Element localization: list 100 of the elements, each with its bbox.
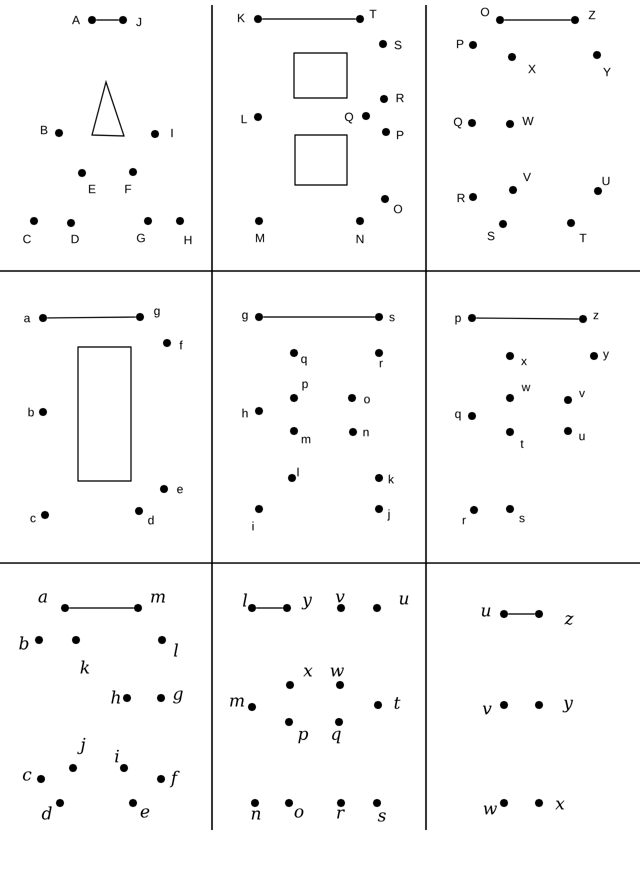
dot-letter: z: [594, 312, 598, 320]
dot-letter: l: [297, 468, 299, 476]
connecting-line: [256, 607, 283, 609]
dot-letter: T: [580, 234, 586, 242]
dot-letter: w: [484, 806, 497, 814]
dot-letter: N: [356, 234, 364, 244]
dot-letter: P: [397, 130, 404, 140]
dot-letter: c: [22, 771, 32, 781]
dot-letter: l: [174, 644, 178, 656]
dot-letter: x: [521, 358, 527, 366]
dot-letter: s: [519, 516, 525, 522]
dot-letter: s: [389, 314, 395, 322]
connecting-line: [96, 19, 119, 21]
dot-letter: v: [482, 706, 492, 714]
connecting-line: [476, 317, 579, 320]
connecting-line: [262, 18, 356, 20]
dot-letter: f: [180, 340, 183, 350]
dot-letter: a: [38, 593, 47, 603]
dot-letter: d: [148, 516, 154, 524]
connecting-line: [47, 316, 136, 319]
dot-letter: T: [370, 10, 376, 18]
dot-letter: Y: [603, 68, 611, 76]
dot-letter: p: [302, 382, 308, 390]
dot-letter: H: [184, 236, 192, 244]
dot-letter: b: [19, 636, 28, 650]
dot-letter: M: [256, 234, 264, 242]
dot-letter: U: [602, 176, 610, 186]
dot-letter: v: [336, 594, 345, 602]
dot-letter: I: [171, 128, 173, 138]
dot-letter: o: [294, 808, 304, 818]
dot-letter: u: [482, 607, 490, 617]
dot-letter: C: [23, 234, 31, 244]
dot-letter: p: [298, 730, 308, 744]
connecting-line: [508, 613, 535, 615]
dot-letter: f: [170, 770, 180, 788]
dot-letter: m: [151, 593, 165, 603]
dot-letter: r: [462, 518, 466, 524]
dot-letter: k: [80, 660, 90, 674]
dot-letter: w: [522, 384, 530, 392]
dot-letter: R: [458, 194, 465, 202]
dot-letter: R: [396, 94, 404, 102]
dot-letter: V: [523, 172, 531, 182]
dot-letter: u: [579, 434, 585, 440]
dot-letter: o: [364, 396, 370, 404]
dot-letter: e: [177, 486, 183, 494]
dot-letter: K: [238, 14, 245, 22]
dot-letter: j: [387, 509, 390, 521]
dot-letter: X: [528, 64, 536, 74]
dot-letter: L: [242, 114, 247, 124]
dot-letter: r: [337, 809, 345, 819]
dot-letter: u: [400, 595, 408, 605]
dot-letter: y: [562, 700, 573, 712]
connecting-line: [263, 316, 375, 318]
dot-letter: O: [480, 8, 490, 16]
dot-letter: m: [302, 436, 310, 444]
dot-letter: F: [125, 184, 132, 194]
dot-letter: y: [603, 352, 609, 360]
dot-letter: S: [488, 232, 494, 240]
dot-letter: O: [394, 204, 402, 214]
dot-letter: G: [136, 234, 145, 242]
dot-letter: r: [380, 360, 383, 368]
dot-letter: g: [173, 690, 183, 704]
dot-letter: c: [30, 516, 36, 522]
dot-letter: v: [579, 390, 585, 398]
dot-letter: J: [136, 18, 142, 26]
dot-letter: d: [42, 806, 52, 820]
dot-letter: g: [154, 308, 160, 318]
dot-letter: t: [394, 697, 400, 709]
dot-letter: b: [28, 408, 34, 416]
dot-letter: Z: [588, 10, 596, 20]
dot-letter: h: [111, 690, 120, 704]
dot-letter: n: [363, 430, 369, 436]
dot-letter: k: [388, 474, 394, 484]
dot-letter: j: [77, 738, 86, 754]
dot-letter: A: [72, 16, 80, 24]
dot-letter: a: [24, 316, 30, 322]
dot-letter: s: [378, 812, 386, 822]
dot-letter: q: [332, 730, 341, 744]
dot-letter: h: [242, 408, 248, 418]
dot-letter: E: [88, 184, 96, 194]
dot-letter: l: [243, 594, 248, 606]
dot-letter: m: [230, 697, 244, 707]
dot-letter: z: [564, 615, 574, 625]
dot-letter: g: [242, 312, 248, 322]
connecting-line: [504, 19, 571, 21]
dot-letter: q: [455, 412, 461, 420]
dot-letter: p: [455, 316, 461, 324]
dot-letter: S: [394, 40, 402, 50]
dot-letter: Q: [454, 118, 462, 128]
dot-letter: B: [40, 126, 48, 134]
dot-letter: q: [301, 356, 307, 366]
dot-letter: e: [140, 808, 150, 818]
connecting-line: [69, 607, 134, 609]
dot-letter: P: [457, 40, 464, 48]
dot-letter: Q: [344, 112, 354, 124]
dot-letter: i: [252, 522, 254, 530]
dot-letter: W: [522, 116, 534, 126]
dot-letter: y: [302, 596, 312, 610]
dot-letter: t: [520, 440, 524, 448]
dot-letter: n: [252, 810, 260, 820]
